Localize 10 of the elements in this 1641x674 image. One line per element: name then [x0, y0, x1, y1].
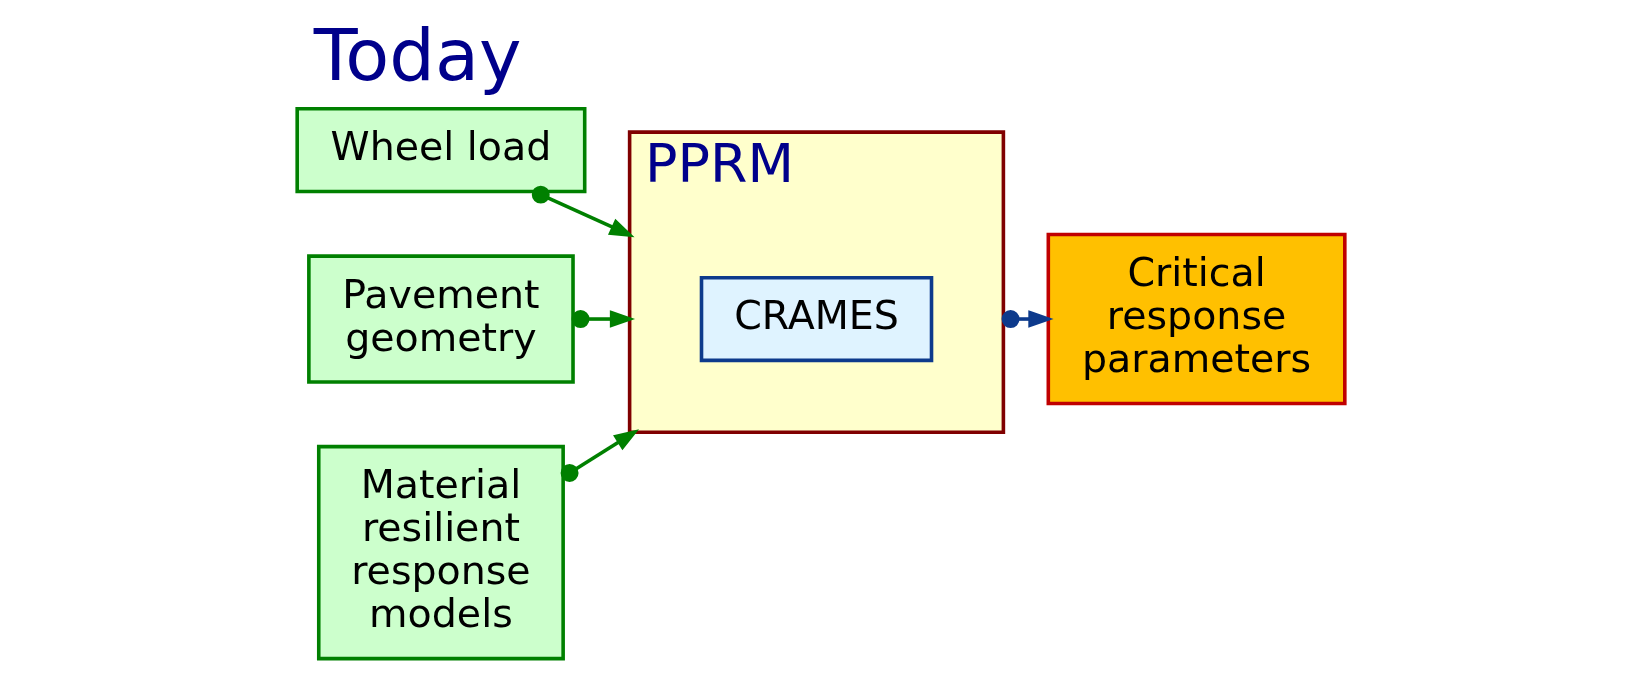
node-box: CRAMES	[699, 275, 933, 363]
arrow	[531, 185, 635, 238]
arrow	[1001, 310, 1053, 328]
arrow	[571, 310, 635, 328]
node-box: Critical response parameters	[1046, 232, 1347, 406]
node-box: Pavement geometry	[306, 254, 575, 384]
diagram-title: Today	[313, 13, 521, 98]
arrow	[560, 429, 639, 482]
node-box: Wheel load	[294, 107, 586, 194]
node-box: Material resilient response models	[316, 444, 565, 661]
